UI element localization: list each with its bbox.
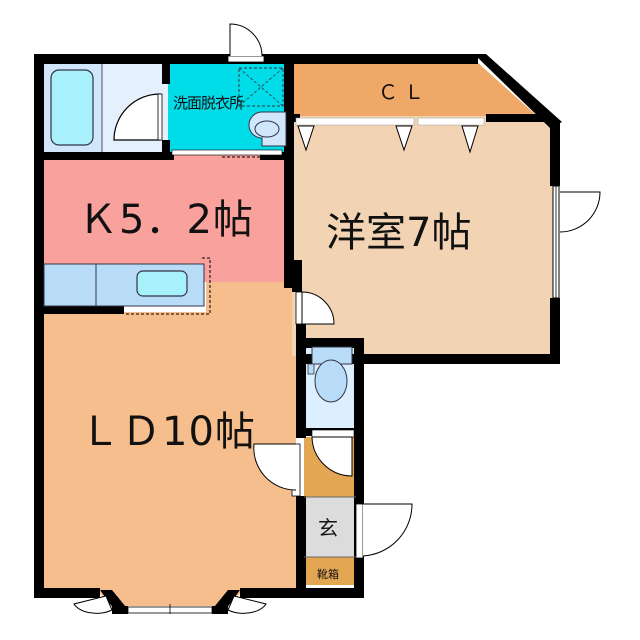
western-room-label: 洋室7帖 <box>326 210 472 256</box>
closet-door-left <box>295 117 415 126</box>
living-dining-fill <box>40 282 296 590</box>
kitchen-sink-icon <box>136 270 188 297</box>
walls <box>34 54 562 598</box>
washing-machine-pan-icon <box>238 67 284 107</box>
shoe-cabinet-fill <box>304 557 356 585</box>
entrance-door-icon <box>362 503 413 557</box>
washroom-door-icon <box>229 23 263 57</box>
toilet-door-icon <box>311 436 353 477</box>
bay-window-left-sash <box>73 595 113 614</box>
entrance-label: 玄 <box>318 516 338 540</box>
entrance-fill <box>304 497 356 557</box>
ld-hallway-door-icon <box>253 443 297 491</box>
closet-fill <box>292 62 537 116</box>
closet-door-right <box>417 117 485 126</box>
western-room-door-icon <box>559 191 601 233</box>
western-room-fill <box>292 116 556 356</box>
washroom-sliding-door <box>171 149 283 156</box>
bay-window-fill <box>95 590 245 606</box>
kitchen-label: Ｋ5．2帖 <box>78 197 254 243</box>
living-dining-label: ＬＤ10帖 <box>80 409 256 455</box>
shoe-cabinet-label: 靴箱 <box>317 568 339 581</box>
toilet-bowl-icon <box>314 359 348 403</box>
ld-to-western-door-icon <box>301 291 335 325</box>
closet-label: ＣＬ <box>378 82 430 104</box>
washroom-label: 洗面脱衣所 <box>173 94 244 112</box>
bath-door-icon <box>113 93 161 141</box>
kitchen-fill <box>40 154 286 282</box>
bay-window-right-sash <box>227 595 267 614</box>
bathtub-icon <box>50 69 94 146</box>
